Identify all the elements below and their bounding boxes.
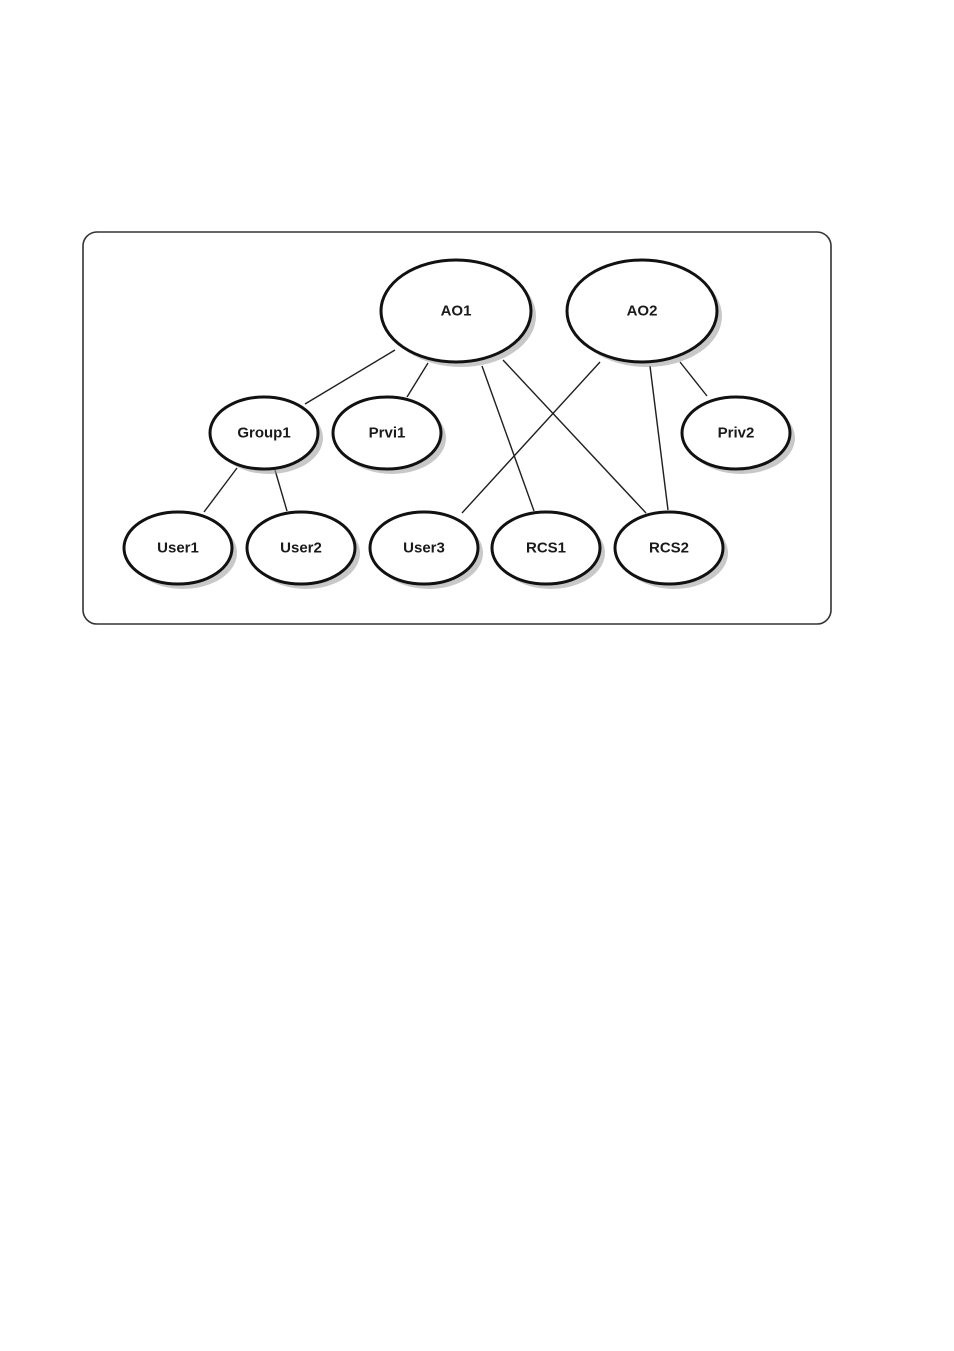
node-ao1-label: AO1 <box>441 303 472 320</box>
node-rcs2-label: RCS2 <box>649 540 689 557</box>
node-group1-label: Group1 <box>237 425 290 442</box>
node-priv2-label: Priv2 <box>718 425 755 442</box>
node-user1-label: User1 <box>157 540 199 557</box>
node-prvi1-label: Prvi1 <box>369 425 406 442</box>
node-ao2-label: AO2 <box>627 303 658 320</box>
node-user3-label: User3 <box>403 540 445 557</box>
node-rcs1-label: RCS1 <box>526 540 566 557</box>
node-user2-label: User2 <box>280 540 322 557</box>
